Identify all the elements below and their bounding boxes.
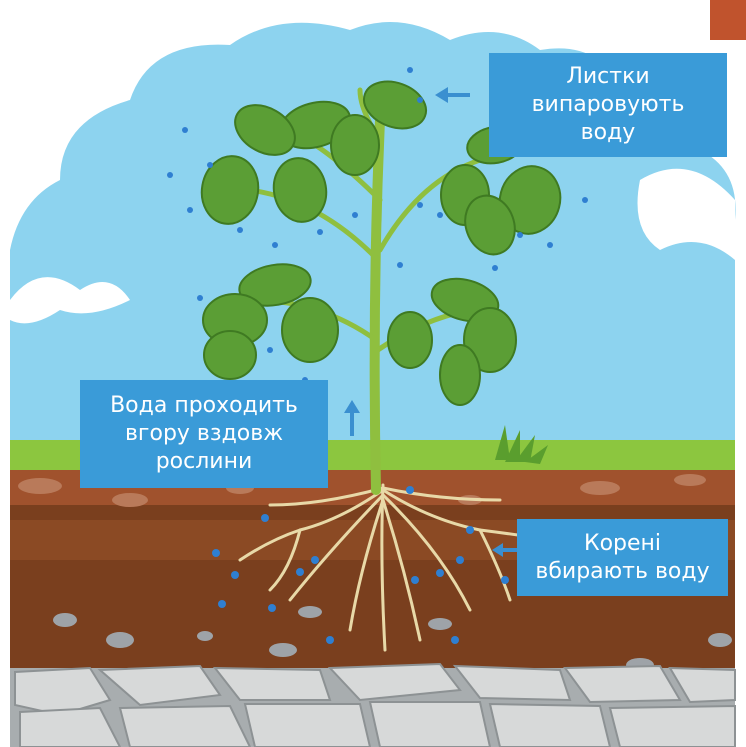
plant-stem	[375, 120, 380, 490]
leaves-evaporate-label: Листки випаровують воду	[489, 53, 727, 157]
roots-absorb-label: Корені вбирають воду	[517, 519, 728, 596]
roots-label-line2: вбирають воду	[525, 558, 720, 586]
leaves-label-line3: воду	[497, 119, 719, 147]
leaves-label-line1: Листки	[497, 63, 719, 91]
stem-label-line2: вгору вздовж	[88, 420, 320, 448]
roots-label-line1: Корені	[525, 530, 720, 558]
stem-transport-label: Вода проходить вгору вздовж рослини	[80, 380, 328, 488]
stem-label-line3: рослини	[88, 448, 320, 476]
stem-label-line1: Вода проходить	[88, 392, 320, 420]
leaves-label-line2: випаровують	[497, 91, 719, 119]
